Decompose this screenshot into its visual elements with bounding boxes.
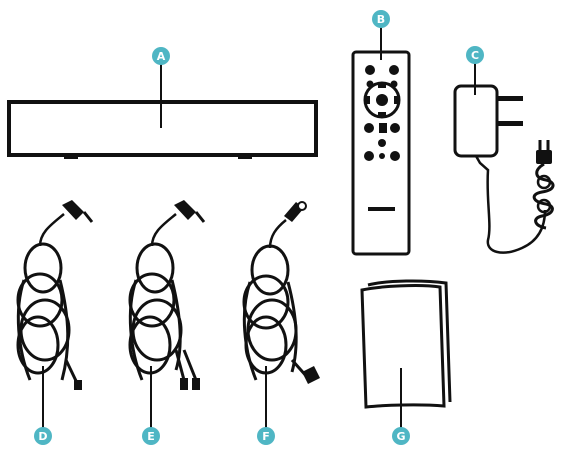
callout-d: D — [34, 427, 52, 445]
callout-g: G — [392, 427, 410, 445]
callout-e: E — [142, 427, 160, 445]
callout-b-label: B — [377, 13, 385, 26]
callout-f-label: F — [262, 430, 270, 443]
cable-icon — [130, 200, 204, 390]
callout-b: B — [372, 10, 390, 28]
callout-e-label: E — [147, 430, 155, 443]
power-adapter-icon — [455, 86, 553, 253]
callout-f: F — [257, 427, 275, 445]
callout-d-label: D — [38, 430, 47, 443]
remote-control-icon — [353, 52, 409, 254]
callout-c: C — [466, 46, 484, 64]
callout-c-label: C — [471, 49, 479, 62]
callout-a: A — [152, 47, 170, 65]
soundbar-icon — [9, 102, 316, 159]
callout-a-label: A — [157, 50, 166, 63]
callout-g-label: G — [396, 430, 405, 443]
user-manual-icon — [362, 281, 450, 407]
cable-icon — [244, 202, 320, 384]
cable-icon — [18, 200, 92, 390]
